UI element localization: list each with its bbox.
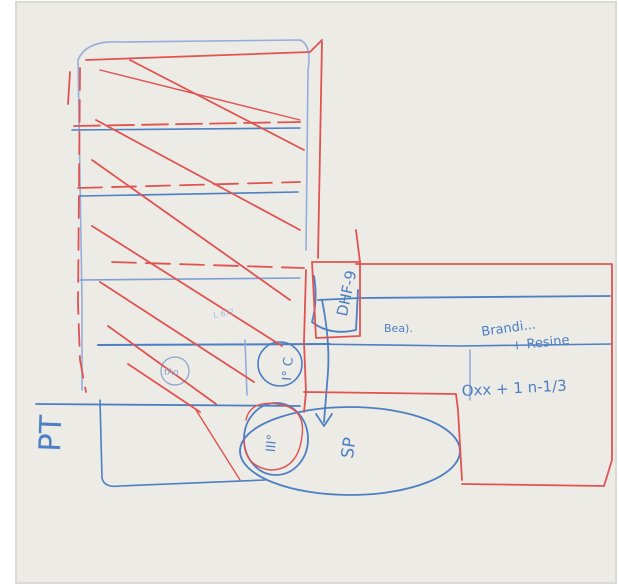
red-step-wall [303, 269, 307, 413]
label-ie: I° C [280, 357, 297, 382]
label-brand-line2: + Resine [511, 333, 570, 354]
label-pt: PT [33, 414, 69, 452]
hatch-2 [95, 119, 301, 231]
red-floor-line-3 [111, 261, 305, 269]
red-right-block [355, 263, 613, 487]
hatch-8 [99, 69, 301, 121]
hatch-3 [91, 159, 291, 301]
red-building-top [85, 39, 323, 61]
arrow-shaft [321, 299, 330, 423]
label-sp: SP [338, 436, 361, 460]
hatch-9 [195, 409, 241, 481]
paper-edge [15, 1, 617, 584]
circle-fao [160, 356, 190, 386]
label-dimensions: Oxx + 1 n-1/3 [461, 377, 567, 400]
arrow-head [315, 413, 333, 427]
red-building-left [77, 67, 87, 393]
blue-room-wall [244, 339, 248, 396]
red-tick-left [67, 71, 71, 105]
blue-floor-line-4 [97, 343, 331, 346]
red-floor-line-1 [73, 121, 301, 127]
hatch-7 [127, 363, 201, 413]
blue-floor-line-3 [79, 277, 301, 281]
hatch-4 [91, 225, 283, 347]
red-floor-line-2 [77, 181, 301, 189]
label-iii: III° [264, 433, 281, 452]
circle-iii [243, 402, 309, 476]
hatch-6 [107, 325, 217, 405]
red-step-floor [303, 391, 463, 481]
label-circle-small: fAo [164, 368, 179, 378]
hatch-1 [129, 59, 305, 151]
red-right-tick [355, 229, 361, 263]
blue-floor-line-2 [79, 191, 299, 197]
hatch-5 [99, 281, 255, 383]
red-dhf-box [311, 261, 361, 339]
dhf-box [311, 275, 359, 333]
blue-band-mid [307, 343, 613, 347]
blue-building-bottom [99, 399, 266, 488]
label-room-small: L 6?? [213, 308, 235, 320]
red-building-right [317, 41, 323, 259]
red-ink-layer [67, 39, 613, 487]
red-iii-circle [243, 402, 304, 471]
circle-ie [257, 341, 303, 387]
handwritten-labels: PT DHF-9 Bea). Brandi... + Resine Oxx + … [33, 269, 570, 460]
label-bead: Bea). [384, 322, 413, 335]
